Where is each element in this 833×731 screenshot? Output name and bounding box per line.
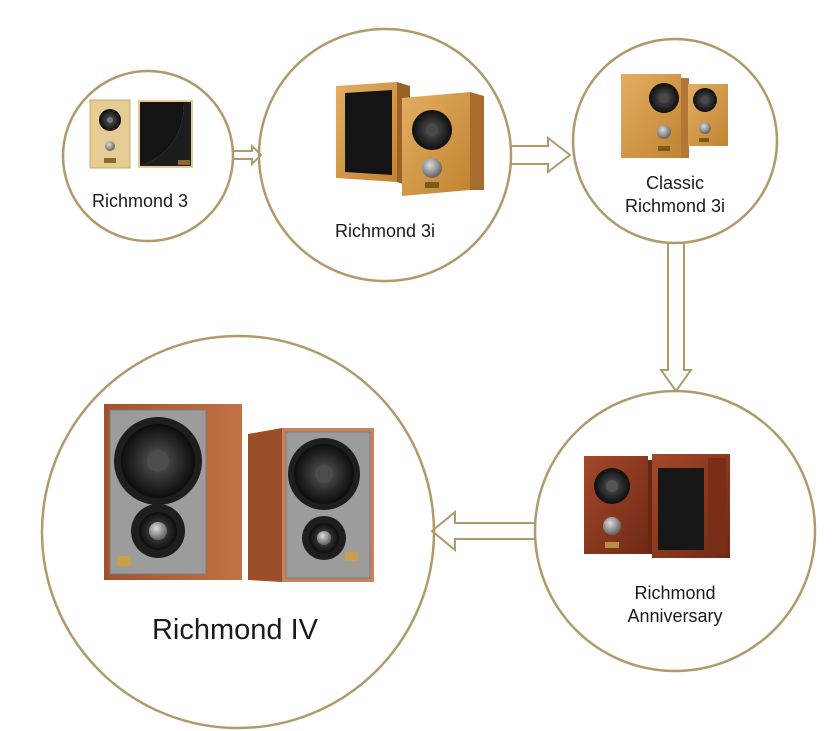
arrow-classic-3i-to-anniversary bbox=[659, 243, 693, 393]
node-ring-classic-richmond-3i bbox=[571, 37, 779, 245]
speaker-image-richmond-anniversary bbox=[584, 454, 730, 558]
speaker-image-richmond-iv bbox=[104, 404, 374, 582]
speaker-image-richmond-3 bbox=[89, 99, 193, 169]
node-label-line1: Richmond bbox=[634, 583, 716, 603]
node-label-line2: Richmond 3i bbox=[624, 195, 726, 216]
speaker-image-classic-richmond-3i bbox=[621, 74, 728, 158]
node-ring-richmond-3i bbox=[257, 27, 513, 283]
node-label-richmond-3: Richmond 3 bbox=[91, 191, 189, 211]
node-label-classic-richmond-3i: Classic Richmond 3i bbox=[590, 172, 760, 217]
node-label-richmond-iv: Richmond IV bbox=[151, 614, 318, 646]
speaker-image-richmond-3i bbox=[336, 82, 484, 196]
node-label-richmond-anniversary: Richmond Anniversary bbox=[590, 582, 760, 627]
arrow-anniversary-to-richmond-iv bbox=[430, 509, 535, 553]
node-ring-richmond-3 bbox=[61, 69, 235, 243]
arrow-3i-to-classic-3i bbox=[511, 135, 572, 175]
node-label-richmond-3i: Richmond 3i bbox=[334, 221, 436, 241]
node-label-line1: Classic bbox=[645, 173, 704, 193]
node-label-line2: Anniversary bbox=[627, 605, 723, 626]
arrow-richmond-3-to-3i bbox=[234, 143, 263, 167]
